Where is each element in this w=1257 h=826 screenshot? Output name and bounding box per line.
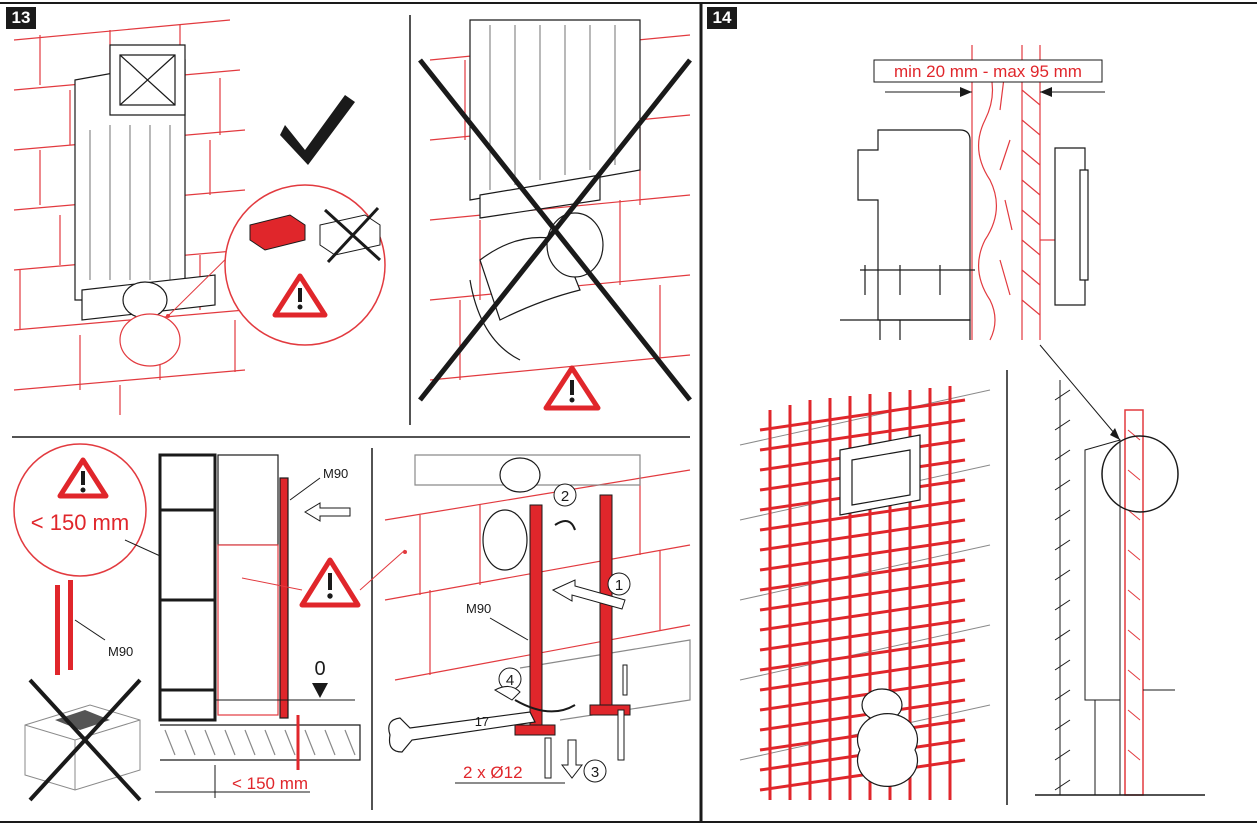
warning-triangle-icon xyxy=(57,457,109,499)
cross-out-icon xyxy=(323,206,382,264)
distance-circle: < 150 mm xyxy=(13,443,181,577)
spacer-block-icon xyxy=(249,214,306,251)
step-13-badge: 13 xyxy=(6,7,36,29)
push-arrow-icon xyxy=(551,579,626,610)
level-marker: 0 xyxy=(215,658,355,701)
warning-triangle-icon xyxy=(299,557,361,608)
anchor-label: 2 x Ø12 xyxy=(463,763,523,782)
down-arrow-icon xyxy=(560,739,584,779)
arrow-icon xyxy=(960,87,972,97)
detail-circle-marker xyxy=(1101,435,1179,513)
wall-cross-section xyxy=(971,45,1055,341)
arrow-icon xyxy=(1040,87,1052,97)
cross-out-icon xyxy=(28,678,142,802)
step-number-2: 2 xyxy=(553,483,577,507)
rotate-arrow-icon xyxy=(554,520,576,531)
svg-text:4: 4 xyxy=(506,672,514,689)
distance-label-circle: < 150 mm xyxy=(31,510,129,535)
rail-left-mount xyxy=(514,504,556,736)
step-number-1: 1 xyxy=(607,572,631,596)
rail-label-right: M90 xyxy=(466,601,491,616)
frame-correct xyxy=(74,44,216,367)
svg-text:3: 3 xyxy=(591,764,599,781)
rail-label-top: M90 xyxy=(323,466,348,481)
dimension-label: min 20 mm - max 95 mm xyxy=(894,62,1082,81)
anchor-bolts xyxy=(544,664,628,779)
level-label: 0 xyxy=(314,658,325,680)
push-arrow-icon xyxy=(304,502,351,522)
wrench-size: 17 xyxy=(475,714,489,729)
frame-wrong xyxy=(469,19,641,361)
arrow-icon xyxy=(1110,428,1120,440)
dimension-indicator: min 20 mm - max 95 mm xyxy=(873,59,1105,97)
frame-cross-section xyxy=(840,129,1089,340)
step-number-3: 3 xyxy=(583,759,607,783)
rail-parts xyxy=(55,580,106,675)
rotate-arrow-icon xyxy=(514,699,576,713)
warning-triangle-icon xyxy=(543,365,601,411)
cross-out-icon xyxy=(418,58,692,402)
anchor-dimension: 2 x Ø12 xyxy=(455,763,565,784)
step-14-badge: 14 xyxy=(707,7,737,29)
warning-triangle-icon xyxy=(272,273,328,318)
svg-text:2: 2 xyxy=(561,488,569,505)
check-mark-icon xyxy=(280,95,355,165)
distance-label-bottom: < 150 mm xyxy=(232,774,308,793)
wrench-icon: 17 xyxy=(388,686,536,753)
level-arrow-icon xyxy=(312,683,328,698)
wall-section xyxy=(158,453,361,770)
frame-mesh xyxy=(839,434,921,787)
box-crossed xyxy=(24,678,142,802)
svg-text:1: 1 xyxy=(615,577,623,594)
detail-leader xyxy=(1039,344,1121,441)
bottom-dimension: < 150 mm xyxy=(155,765,310,798)
rail-label-left: M90 xyxy=(108,644,133,659)
wall-side-section xyxy=(1035,380,1205,796)
detail-circle xyxy=(167,184,386,346)
